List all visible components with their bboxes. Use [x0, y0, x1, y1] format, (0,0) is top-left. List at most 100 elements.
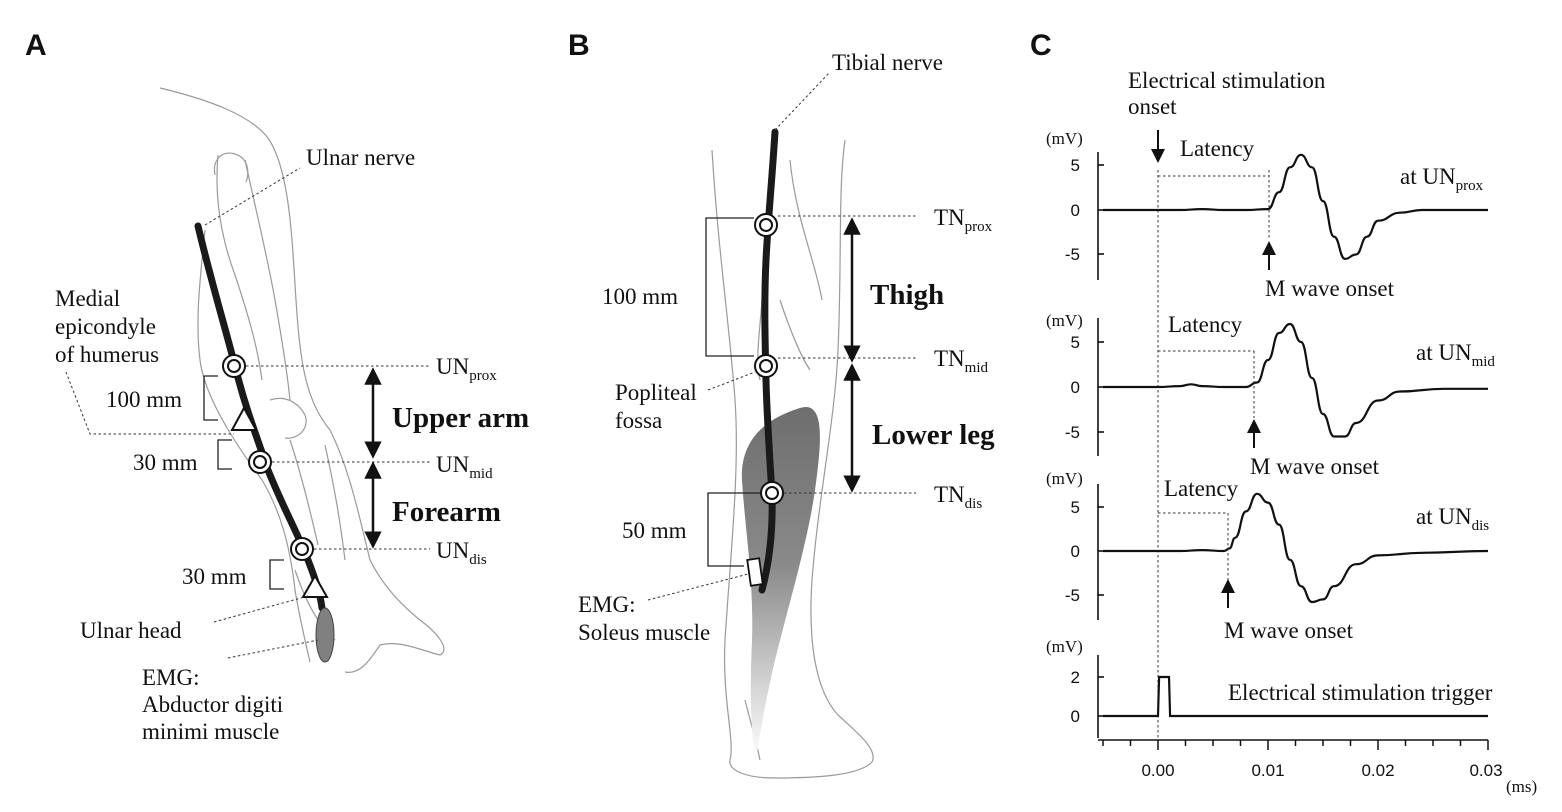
tn-dis-label: TNdis: [934, 482, 982, 512]
brace-b-50mm: [707, 492, 760, 567]
ytick-2-0: 0: [1071, 378, 1080, 397]
emg-b-label-2: Soleus muscle: [578, 620, 710, 645]
ytick-2-m5: -5: [1065, 423, 1080, 442]
lower-leg-label: Lower leg: [872, 419, 995, 451]
trace-line-dis: [1103, 492, 1489, 604]
ytick-1-m5: -5: [1065, 245, 1080, 264]
emg-a-label-3: minimi muscle: [142, 719, 279, 744]
ulnar-head-label: Ulnar head: [80, 618, 182, 643]
brace-30mm-a: [217, 439, 232, 470]
epicondyle-leader: [65, 371, 234, 435]
trace-line-mid: [1102, 322, 1488, 438]
epicondyle-marker: [230, 405, 258, 431]
soleus-electrode: [746, 557, 764, 587]
trace-mid: (mV) 5 0 -5 Latency M wave onset at UNmi…: [1046, 311, 1495, 479]
latency-label-1: Latency: [1180, 136, 1255, 161]
un-mid-label: UNmid: [436, 452, 493, 482]
epicondyle-label-1: Medial: [55, 286, 120, 311]
stim-point-tn-mid: [754, 354, 778, 378]
at-un-mid-label: at UNmid: [1416, 340, 1495, 370]
xtick-2: 0.02: [1361, 761, 1394, 780]
stim-onset-label-2: onset: [1128, 94, 1177, 119]
trace-line-prox: [1102, 153, 1488, 261]
latency-label-2: Latency: [1168, 312, 1243, 337]
ulnar-nerve-label: Ulnar nerve: [306, 145, 415, 170]
tn-mid-label: TNmid: [934, 346, 989, 376]
emg-b-label-1: EMG:: [578, 592, 636, 617]
tn-prox-label: TNprox: [934, 205, 993, 235]
m-wave-label-2: M wave onset: [1250, 454, 1380, 479]
ytick-3-0: 0: [1071, 542, 1080, 561]
tibial-nerve-label: Tibial nerve: [832, 50, 943, 75]
m-wave-label-3: M wave onset: [1224, 618, 1354, 643]
forearm-label: Forearm: [392, 496, 501, 528]
unit-mv-4: (mV): [1046, 637, 1083, 656]
stim-point-un-prox: [222, 354, 246, 378]
ytick-2-5: 5: [1071, 333, 1080, 352]
x-ticks: [1102, 740, 1489, 750]
dist-30mm-a-label: 30 mm: [133, 450, 198, 475]
abductor-muscle: [315, 607, 335, 663]
brace-30mm-b: [269, 559, 284, 590]
ytick-4-2: 2: [1071, 668, 1080, 687]
trace-dis: (mV) 5 0 -5 Latency M wave onset at UNdi…: [1046, 469, 1489, 643]
ulnar-head-marker: [301, 573, 329, 598]
un-prox-label: UNprox: [436, 354, 497, 384]
emg-a-leader: [227, 639, 319, 659]
latency-label-3: Latency: [1164, 476, 1239, 501]
dist-b-100mm-label: 100 mm: [602, 284, 678, 309]
xtick-1: 0.01: [1251, 761, 1284, 780]
unit-ms: (ms): [1506, 777, 1537, 796]
stim-point-tn-prox: [754, 213, 778, 237]
xtick-3: 0.03: [1469, 761, 1502, 780]
arm-outline: [159, 87, 445, 673]
trace-trigger: (mV) 2 0 Electrical stimulation trigger: [1046, 637, 1493, 738]
ulnar-head-leader: [213, 595, 309, 623]
un-dis-label: UNdis: [436, 538, 487, 568]
stim-onset-label-1: Electrical stimulation: [1128, 68, 1326, 93]
ytick-4-0: 0: [1071, 707, 1080, 726]
ulnar-nerve-leader: [204, 167, 301, 226]
dist-b-50mm-label: 50 mm: [622, 518, 687, 543]
epicondyle-label-3: of humerus: [55, 342, 159, 367]
emg-a-label-1: EMG:: [142, 665, 200, 690]
at-un-prox-label: at UNprox: [1400, 164, 1484, 194]
stim-point-un-mid: [248, 450, 272, 474]
trace-prox: (mV) 5 0 -5 Latency M wave onset at UNpr…: [1046, 129, 1488, 301]
ytick-1-0: 0: [1071, 201, 1080, 220]
dist-30mm-b-label: 30 mm: [182, 564, 247, 589]
panel-b-letter: B: [568, 29, 590, 62]
thigh-label: Thigh: [870, 279, 944, 311]
trigger-label: Electrical stimulation trigger: [1228, 680, 1493, 705]
tibial-nerve-leader: [774, 71, 831, 131]
unit-mv-2: (mV): [1046, 311, 1083, 330]
brace-100mm: [203, 375, 218, 421]
popliteal-label-1: Popliteal: [615, 380, 697, 405]
epicondyle-label-2: epicondyle: [55, 314, 156, 339]
emg-a-label-2: Abductor digiti: [142, 692, 283, 717]
dist-100mm-label: 100 mm: [106, 387, 182, 412]
ytick-1-5: 5: [1071, 156, 1080, 175]
xtick-0: 0.00: [1141, 761, 1174, 780]
panel-a-letter: A: [25, 29, 47, 62]
panel-c-letter: C: [1030, 29, 1052, 62]
at-un-dis-label: at UNdis: [1416, 504, 1489, 534]
unit-mv-1: (mV): [1046, 129, 1083, 148]
panel-a: A: [25, 29, 529, 744]
ytick-3-5: 5: [1071, 498, 1080, 517]
stim-point-tn-dis: [760, 481, 784, 505]
popliteal-leader: [707, 371, 756, 391]
stim-point-un-dis: [290, 537, 314, 561]
emg-b-leader: [647, 573, 749, 601]
brace-b-100mm: [705, 217, 754, 357]
unit-mv-3: (mV): [1046, 469, 1083, 488]
m-wave-label-1: M wave onset: [1265, 276, 1395, 301]
x-axis: 0.00 0.01 0.02 0.03 (ms): [1098, 739, 1537, 796]
ytick-3-m5: -5: [1065, 586, 1080, 605]
popliteal-label-2: fossa: [615, 408, 662, 433]
panel-c: C Electrical stimulation onset (mV) 5 0 …: [1030, 29, 1537, 796]
trace-line-trigger: [1103, 675, 1488, 718]
upper-arm-label: Upper arm: [392, 402, 529, 434]
panel-b: B Tibial nerve: [568, 29, 995, 779]
